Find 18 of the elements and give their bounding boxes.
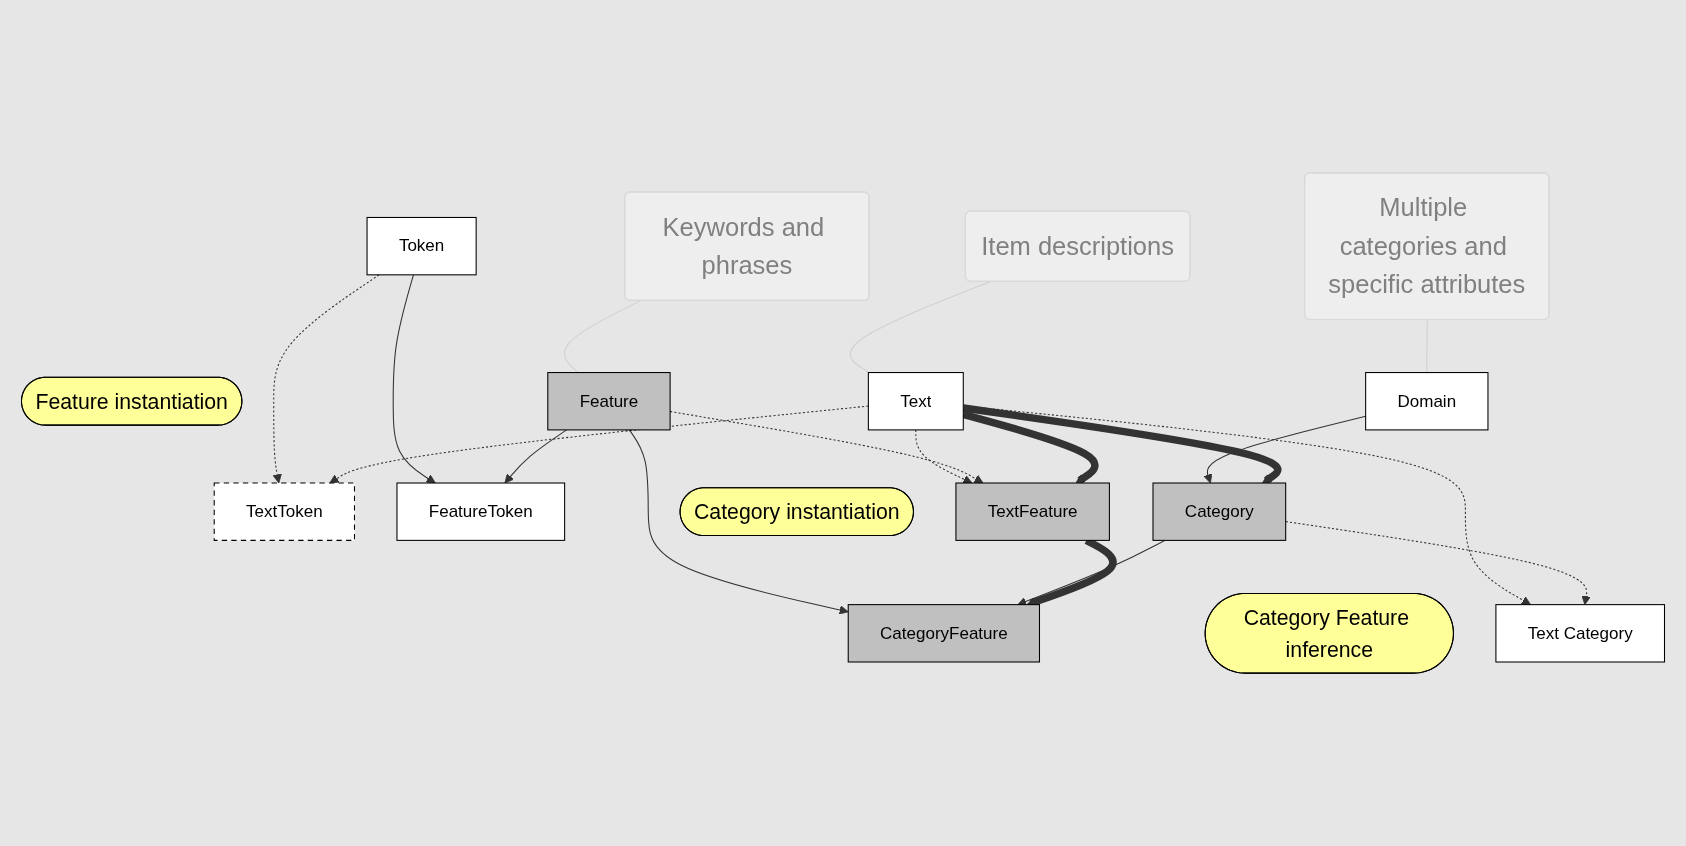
arrow [915, 429, 973, 484]
node-box: TextToken [213, 482, 355, 541]
node-box: Feature [547, 372, 671, 431]
arrow [1017, 539, 1166, 606]
node-box: CategoryFeature [847, 604, 1040, 663]
node-box: Domain [1365, 372, 1489, 431]
arrow [272, 274, 380, 484]
arrow [392, 274, 436, 484]
node-box: Text [867, 372, 964, 431]
node-box: FeatureToken [396, 482, 566, 541]
connector [849, 281, 991, 374]
node-box: Token [366, 216, 477, 276]
arrow [628, 429, 849, 615]
connector [564, 300, 641, 374]
node-box: Text Category [1495, 604, 1666, 663]
node-box: TextFeature [955, 482, 1110, 541]
node-box: Category [1152, 482, 1287, 541]
arrow [504, 429, 568, 484]
